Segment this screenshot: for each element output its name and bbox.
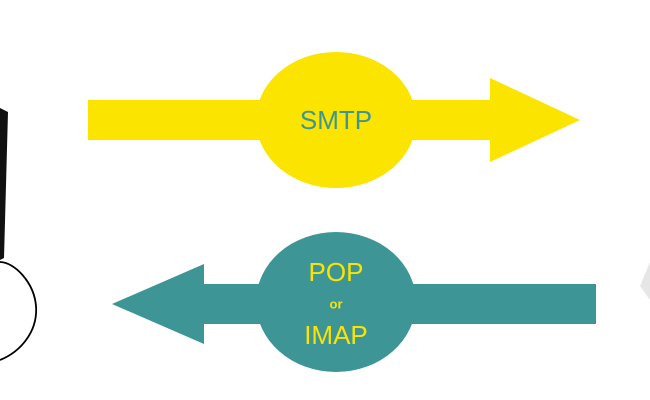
device-body: [0, 108, 8, 260]
smtp-label: SMTP: [300, 105, 372, 135]
smtp-arrow: SMTP: [88, 52, 580, 188]
pop-label: POP: [309, 257, 364, 287]
imap-label: IMAP: [304, 320, 368, 350]
right-edge-shape: [640, 262, 650, 300]
pop-imap-arrow: POP or IMAP: [112, 232, 596, 372]
left-device: [0, 108, 37, 361]
smtp-bubble: [256, 52, 416, 188]
device-cable-loop: [0, 261, 37, 361]
pop-imap-bubble: [256, 232, 416, 372]
or-label: or: [330, 296, 343, 311]
